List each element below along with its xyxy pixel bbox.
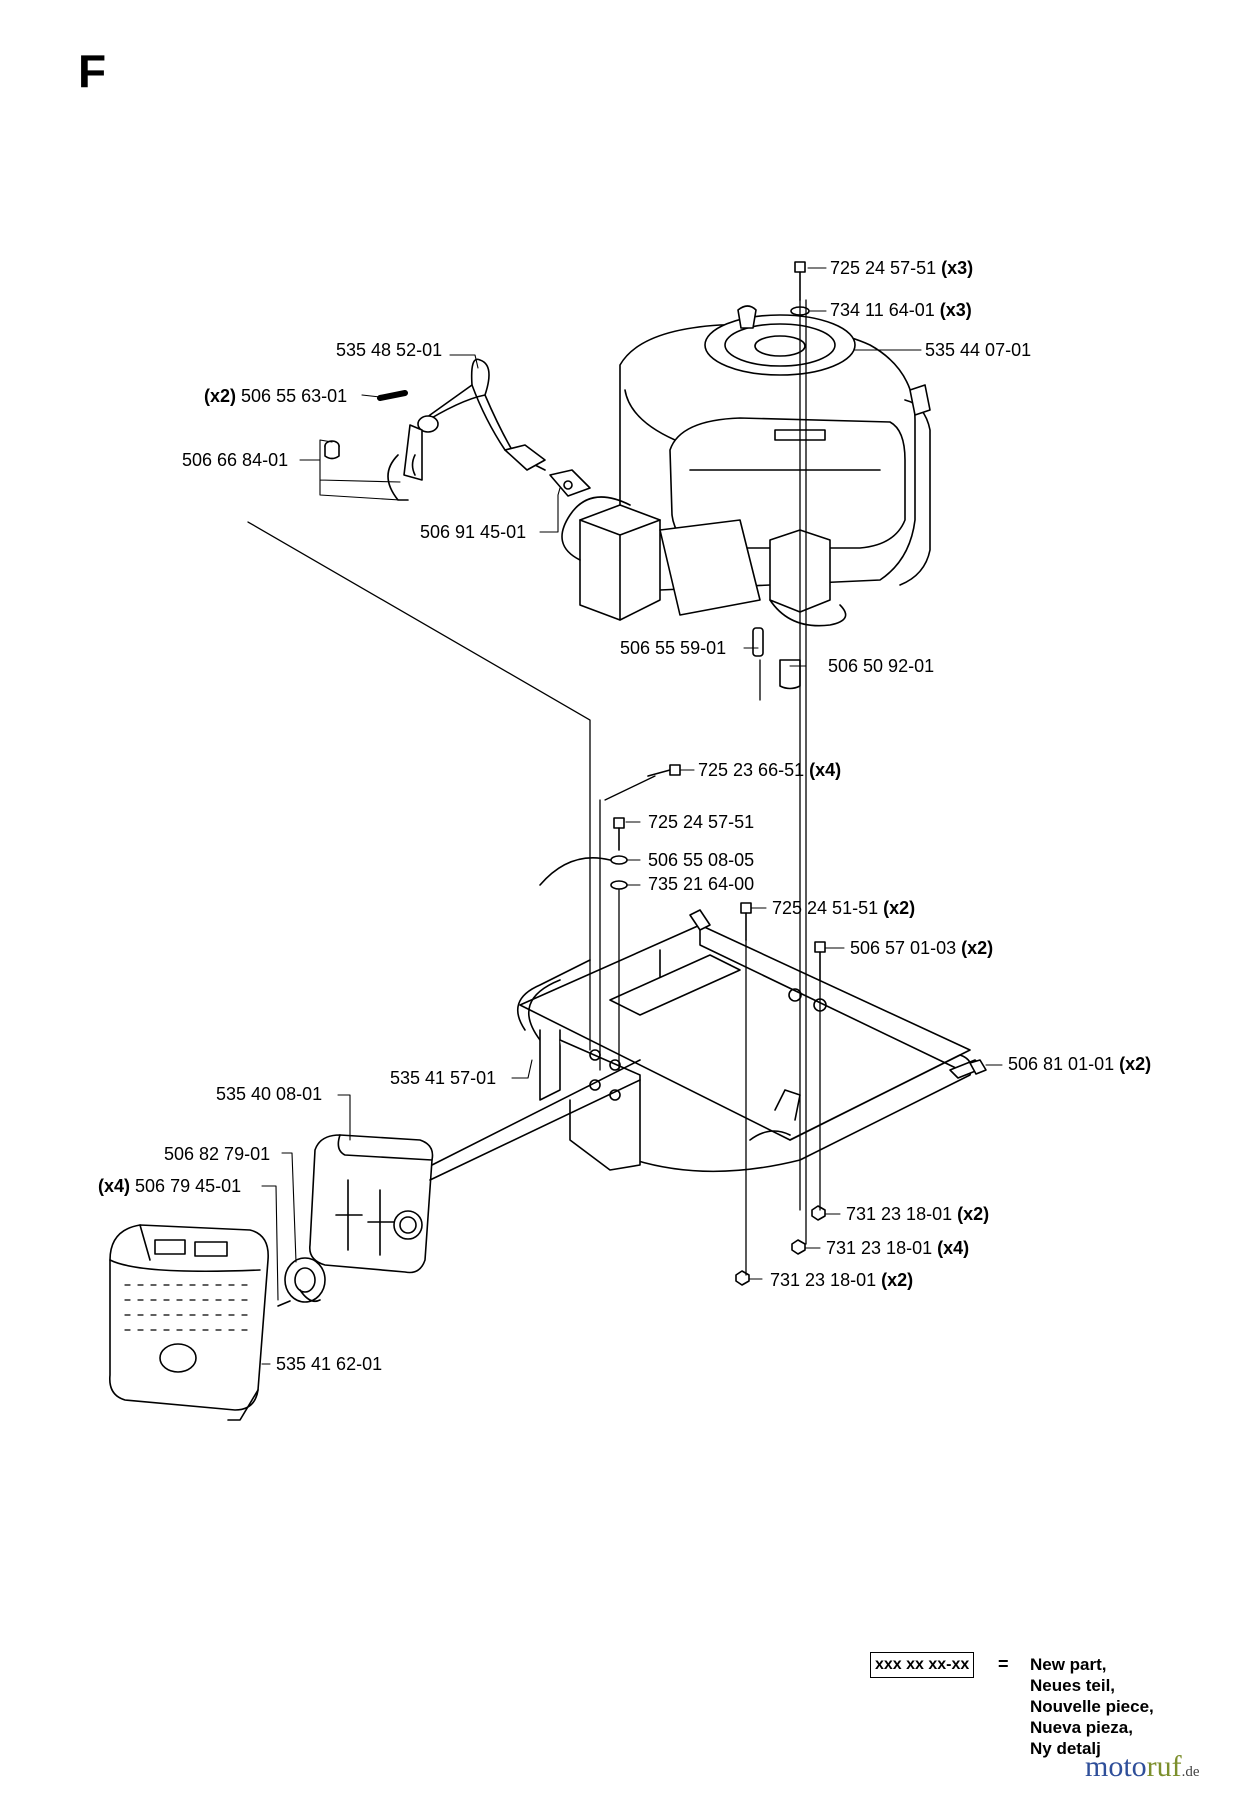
part-quantity: (x4) xyxy=(809,760,842,780)
part-label-506-91-45-01: 506 91 45-01 xyxy=(420,522,526,542)
part-label-506-55-59-01: 506 55 59-01 xyxy=(620,638,726,658)
part-label-506-79-45-01: (x4) 506 79 45-01 xyxy=(98,1176,241,1196)
part-number: 506 50 92-01 xyxy=(828,656,935,676)
part-number: 725 23 66-51 xyxy=(698,760,805,780)
part-number: 735 21 64-00 xyxy=(648,874,755,894)
part-number: 506 82 79-01 xyxy=(164,1144,271,1164)
legend-line: New part, xyxy=(1030,1655,1107,1674)
sheet-letter: F xyxy=(78,45,107,97)
part-label-535-48-52-01: 535 48 52-01 xyxy=(336,340,442,360)
part-label-731-23-18-01-b: 731 23 18-01 (x4) xyxy=(826,1238,969,1258)
part-label-506-66-84-01: 506 66 84-01 xyxy=(182,450,288,470)
part-number: 506 66 84-01 xyxy=(182,450,289,470)
leader-lines xyxy=(261,267,1003,1365)
part-number: 506 55 63-01 xyxy=(241,386,348,406)
legend-line: Ny detalj xyxy=(1030,1739,1101,1758)
part-number: 535 48 52-01 xyxy=(336,340,443,360)
part-quantity: (x2) xyxy=(957,1204,990,1224)
part-number: 506 79 45-01 xyxy=(135,1176,242,1196)
legend-line: Nueva pieza, xyxy=(1030,1718,1133,1737)
brand-watermark: motoruf.de xyxy=(1085,1752,1200,1782)
part-label-535-41-57-01: 535 41 57-01 xyxy=(390,1068,496,1088)
part-label-535-40-08-01: 535 40 08-01 xyxy=(216,1084,322,1104)
frame-drawing xyxy=(516,909,984,1173)
part-label-731-23-18-01-a: 731 23 18-01 (x2) xyxy=(846,1204,989,1224)
part-quantity: (x2) xyxy=(204,386,237,406)
brand-name-b: ruf xyxy=(1146,1750,1182,1783)
part-label-535-44-07-01: 535 44 07-01 xyxy=(925,340,1031,360)
part-number: 535 41 62-01 xyxy=(276,1354,383,1374)
part-number: 731 23 18-01 xyxy=(770,1270,877,1290)
part-quantity: (x4) xyxy=(98,1176,131,1196)
part-label-506-55-63-01: (x2) 506 55 63-01 xyxy=(204,386,347,406)
part-number: 535 40 08-01 xyxy=(216,1084,323,1104)
part-number: 731 23 18-01 xyxy=(826,1238,933,1258)
part-label-506-55-08-05: 506 55 08-05 xyxy=(648,850,754,870)
part-number: 725 24 57-51 xyxy=(830,258,937,278)
part-quantity: (x4) xyxy=(937,1238,970,1258)
part-label-725-23-66-51: 725 23 66-51 (x4) xyxy=(698,760,841,780)
part-label-735-21-64-00: 735 21 64-00 xyxy=(648,874,754,894)
legend-line: Neues teil, xyxy=(1030,1676,1116,1695)
part-quantity: (x2) xyxy=(883,898,916,918)
exhaust-pipe-drawing xyxy=(324,358,591,501)
part-label-535-41-62-01: 535 41 62-01 xyxy=(276,1354,382,1374)
part-number: 506 91 45-01 xyxy=(420,522,527,542)
brand-name-a: moto xyxy=(1085,1750,1147,1783)
part-number: 506 55 59-01 xyxy=(620,638,727,658)
brand-suffix: .de xyxy=(1181,1764,1200,1780)
part-label-506-57-01-03: 506 57 01-03 (x2) xyxy=(850,938,993,958)
part-label-506-82-79-01: 506 82 79-01 xyxy=(164,1144,270,1164)
muffler-guard-drawing xyxy=(108,1224,269,1421)
legend-equals: = xyxy=(998,1654,1009,1674)
part-number: 506 57 01-03 xyxy=(850,938,957,958)
part-number: 725 24 51-51 xyxy=(772,898,879,918)
part-number: 506 55 08-05 xyxy=(648,850,755,870)
part-number: 725 24 57-51 xyxy=(648,812,755,832)
part-quantity: (x2) xyxy=(881,1270,914,1290)
part-number: 734 11 64-01 xyxy=(830,300,935,320)
part-number: 731 23 18-01 xyxy=(846,1204,953,1224)
part-label-725-24-57-51: 725 24 57-51 xyxy=(648,812,754,832)
part-label-731-23-18-01-c: 731 23 18-01 (x2) xyxy=(770,1270,913,1290)
part-label-734-11-64-01: 734 11 64-01 (x3) xyxy=(830,300,972,320)
part-label-506-81-01-01: 506 81 01-01 (x2) xyxy=(1008,1054,1151,1074)
part-label-725-24-51-51: 725 24 51-51 (x2) xyxy=(772,898,915,918)
part-label-725-24-57-51-x3: 725 24 57-51 (x3) xyxy=(830,258,973,278)
part-label-506-50-92-01: 506 50 92-01 xyxy=(828,656,934,676)
part-quantity: (x3) xyxy=(941,258,974,278)
engine-drawing xyxy=(561,305,931,690)
part-number: 535 44 07-01 xyxy=(925,340,1032,360)
legend-text: New part, Neues teil, Nouvelle piece, Nu… xyxy=(1030,1654,1154,1759)
part-number: 506 81 01-01 xyxy=(1008,1054,1115,1074)
part-quantity: (x2) xyxy=(961,938,994,958)
legend-code-box: xxx xx xx-xx xyxy=(870,1652,975,1678)
part-number: 535 41 57-01 xyxy=(390,1068,497,1088)
assembly-lines xyxy=(247,299,821,1276)
muffler-drawing xyxy=(308,1059,641,1274)
part-quantity: (x3) xyxy=(939,300,972,320)
spark-arrester-drawing xyxy=(277,1257,326,1307)
legend-line: Nouvelle piece, xyxy=(1030,1697,1154,1716)
part-quantity: (x2) xyxy=(1119,1054,1152,1074)
